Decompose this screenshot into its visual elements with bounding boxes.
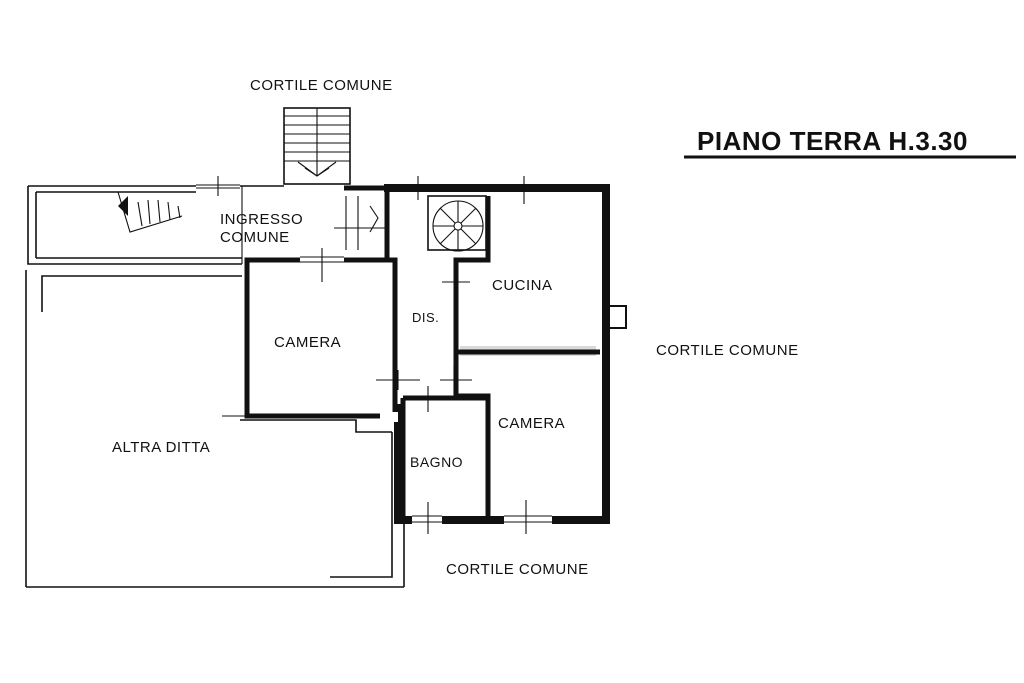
- room-bagno: [400, 386, 488, 534]
- room-cucina: [442, 176, 600, 356]
- label-cortile-bottom: CORTILE COMUNE: [446, 561, 589, 578]
- entry-staircase: [283, 107, 351, 185]
- label-altra-ditta: ALTRA DITTA: [112, 439, 210, 456]
- label-cortile-right: CORTILE COMUNE: [656, 342, 799, 359]
- label-camera-right: CAMERA: [498, 415, 565, 432]
- label-dis: DIS.: [412, 310, 439, 325]
- neighbor-property-outline: [25, 270, 405, 588]
- spiral-staircase: [427, 195, 487, 252]
- label-cortile-top: CORTILE COMUNE: [250, 77, 393, 94]
- label-bagno: BAGNO: [410, 454, 463, 470]
- label-camera-left: CAMERA: [274, 334, 341, 351]
- left-annex: [27, 176, 284, 265]
- labels: CORTILE COMUNE INGRESSO COMUNE CAMERA DI…: [112, 77, 799, 578]
- ingresso-area: [241, 176, 419, 410]
- label-cucina: CUCINA: [492, 277, 553, 294]
- house-outer-walls: [344, 184, 627, 524]
- plan-title: PIANO TERRA H.3.30: [697, 126, 968, 156]
- label-ingresso: INGRESSO: [220, 211, 303, 228]
- plan-title-group: PIANO TERRA H.3.30: [684, 126, 1016, 159]
- label-comune: COMUNE: [220, 229, 290, 246]
- room-camera-right: [440, 352, 552, 534]
